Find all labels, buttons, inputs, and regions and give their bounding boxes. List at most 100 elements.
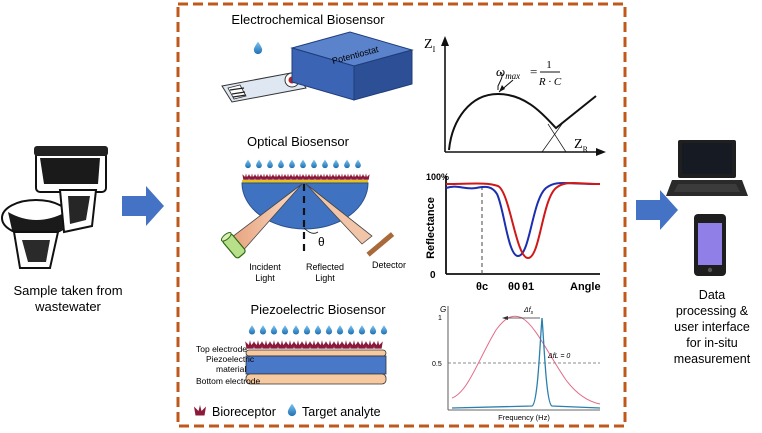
bioreceptor-icon	[194, 405, 206, 416]
sample-caption-line2: wastewater	[34, 299, 101, 314]
analyte-droplet	[248, 325, 256, 335]
analyte-droplet	[325, 325, 333, 335]
bioreceptor-mark	[277, 340, 287, 349]
bioreceptor-mark	[290, 173, 298, 180]
analyte-droplet	[245, 159, 251, 169]
optical-title: Optical Biosensor	[247, 134, 350, 149]
nyquist-x-label: ZR	[574, 137, 589, 154]
theta-label: θ	[318, 235, 325, 249]
piezo-receptors	[245, 340, 383, 349]
qcm-delta-eq: ΔfL = 0	[547, 353, 570, 360]
omega-sub: max	[505, 71, 520, 81]
analyte-droplet	[303, 325, 311, 335]
qcm-x-label: Frequency (Hz)	[498, 413, 550, 422]
bioreceptor-mark	[308, 173, 316, 180]
bioreceptor-mark	[314, 173, 322, 180]
analyte-droplet	[344, 159, 350, 169]
bioreceptor-mark	[242, 173, 250, 180]
qcm-y-label: G	[440, 305, 446, 314]
omega-eq-den: R · C	[538, 76, 562, 88]
qcm-chart	[447, 306, 601, 411]
right-caption-4: for in-situ	[686, 336, 737, 350]
bioreceptor-mark	[272, 173, 280, 180]
right-caption-3: user interface	[674, 320, 750, 334]
bioreceptor-mark	[261, 340, 271, 349]
qcm-y-tick-1: 1	[438, 315, 442, 322]
analyte-droplet	[322, 159, 328, 169]
reflected-label-2: Light	[315, 273, 335, 283]
bioreceptor-mark	[248, 173, 256, 180]
analyte-droplet	[369, 325, 377, 335]
analyte-droplet	[256, 159, 262, 169]
right-caption-5: measurement	[674, 352, 751, 366]
smartphone-icon	[694, 214, 726, 276]
omega-eq-num: 1	[546, 59, 552, 71]
bioreceptor-mark	[365, 340, 375, 349]
bioreceptor-mark	[350, 173, 358, 180]
detector-plate	[366, 232, 395, 257]
bioreceptor-mark	[260, 173, 268, 180]
bioreceptor-mark	[302, 173, 310, 180]
bioreceptor-mark	[266, 173, 274, 180]
spr-y-bottom: 0	[430, 270, 436, 281]
analyte-droplet	[292, 325, 300, 335]
top-electrode-layer	[245, 349, 387, 357]
bioreceptor-mark	[357, 340, 367, 349]
analyte-droplet	[355, 159, 361, 169]
toilet-illustration	[1, 146, 108, 269]
bioreceptor-mark	[333, 340, 343, 349]
analyte-droplet	[270, 325, 278, 335]
detector-label: Detector	[372, 260, 406, 270]
sensor-film	[242, 180, 368, 183]
flow-arrow-right	[636, 190, 678, 230]
bioreceptor-mark	[293, 340, 303, 349]
spr-chart	[445, 176, 601, 275]
bioreceptor-mark	[278, 173, 286, 180]
bioreceptor-mark	[320, 173, 328, 180]
piezo-droplets	[248, 325, 388, 335]
bioreceptor-mark	[284, 173, 292, 180]
optical-droplets	[245, 159, 361, 169]
spr-tick-c: θc	[476, 281, 488, 293]
reflected-beam	[305, 183, 373, 245]
spr-red-curve	[445, 182, 601, 260]
bioreceptor-mark	[253, 340, 263, 349]
legend-bioreceptor: Bioreceptor	[212, 405, 276, 419]
reflected-label-1: Reflected	[306, 262, 344, 272]
nyquist-y-sub: I	[433, 45, 436, 54]
bioreceptor-mark	[309, 340, 319, 349]
bottom-electrode-layer	[245, 373, 387, 385]
right-caption-2: processing &	[676, 304, 749, 318]
legend-target: Target analyte	[302, 405, 381, 419]
right-caption-1: Data	[699, 288, 725, 302]
bioreceptor-mark	[344, 173, 352, 180]
spr-tick-1: θ1	[522, 281, 534, 293]
analyte-droplet	[380, 325, 388, 335]
omega-label: ωmax	[496, 64, 520, 81]
layer-piezo-2: material	[216, 364, 246, 374]
bioreceptor-mark	[332, 173, 340, 180]
bioreceptor-mark	[254, 173, 262, 180]
bioreceptor-mark	[326, 173, 334, 180]
piezo-title: Piezoelectric Biosensor	[250, 302, 386, 317]
qcm-pink-curve	[451, 315, 601, 405]
analyte-droplet	[311, 159, 317, 169]
analyte-droplet	[314, 325, 322, 335]
incident-label-2: Light	[255, 273, 275, 283]
layer-piezo-1: Piezoelectric	[206, 354, 255, 364]
sample-caption-line1: Sample taken from	[13, 283, 122, 298]
analyte-droplet	[259, 325, 267, 335]
bioreceptor-mark	[362, 173, 370, 180]
bioreceptor-mark	[349, 340, 359, 349]
qcm-cyan-curve	[451, 317, 601, 409]
flow-arrow-left	[122, 186, 164, 226]
spr-blue-curve	[445, 182, 601, 258]
analyte-droplet	[300, 159, 306, 169]
light-source	[220, 232, 246, 259]
nyquist-chart	[441, 36, 606, 156]
bioreceptor-mark	[301, 340, 311, 349]
bioreceptor-mark	[356, 173, 364, 180]
analyte-droplet	[336, 325, 344, 335]
piezo-material-layer	[245, 355, 387, 375]
qcm-y-tick-05: 0.5	[432, 361, 442, 368]
